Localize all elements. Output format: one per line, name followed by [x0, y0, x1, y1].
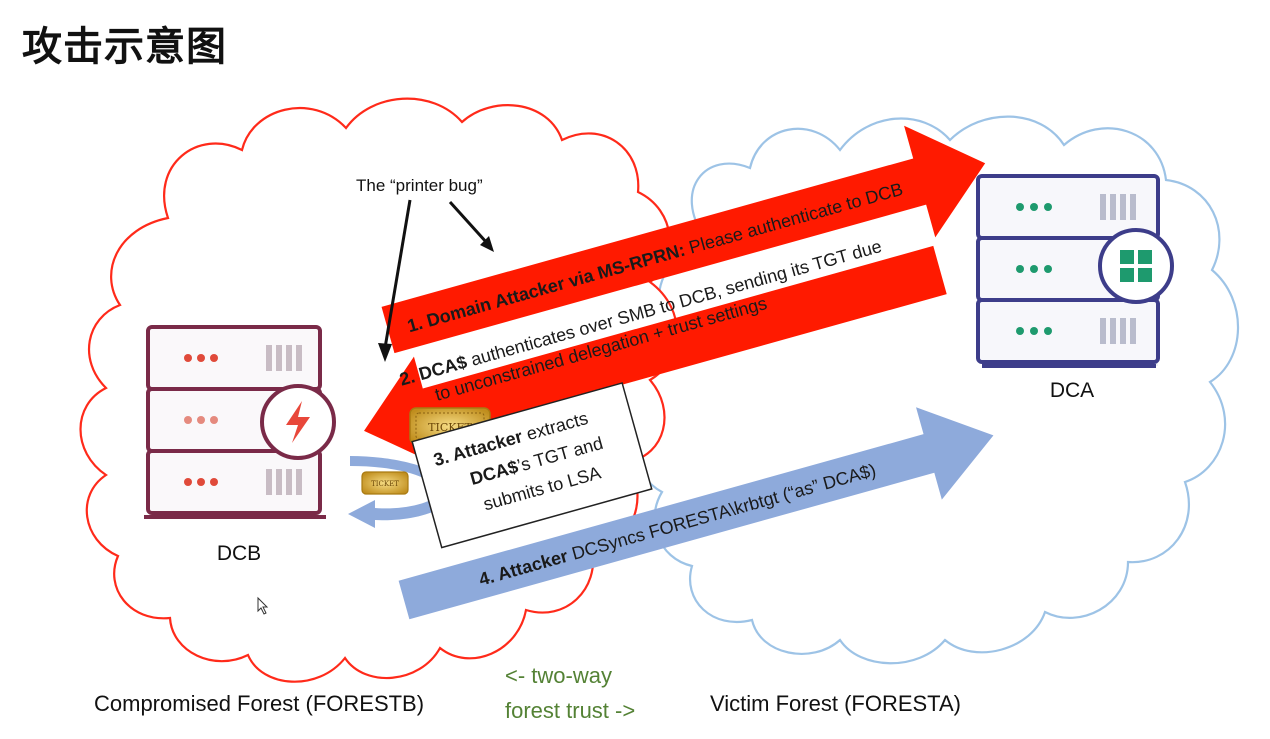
compromised-forest-cloud	[79, 97, 679, 683]
ticket-small-label: TICKET	[371, 480, 399, 488]
arrow-step2	[364, 245, 947, 469]
ticket-small-icon: TICKET	[361, 471, 409, 495]
dcb-unit-1	[146, 325, 322, 391]
trust-line2: forest trust ->	[505, 698, 635, 723]
dcb-server	[144, 325, 336, 519]
compromised-forest-label: Compromised Forest (FORESTB)	[94, 691, 424, 716]
step3-box: 3. Attacker extracts DCA$’s TGT and subm…	[411, 382, 653, 549]
printer-bug-arrows	[378, 199, 494, 362]
trust-line1: <- two-way	[505, 663, 612, 688]
dca-label: DCA	[1050, 379, 1094, 402]
printer-bug-label: The “printer bug”	[356, 176, 483, 195]
lightning-bolt-icon	[260, 384, 336, 460]
dcb-unit-3	[146, 449, 322, 515]
dca-unit-3	[976, 298, 1160, 364]
dca-server	[976, 174, 1174, 368]
dcb-label: DCB	[217, 542, 261, 565]
page-title: 攻击示意图	[22, 24, 227, 70]
victim-forest-label: Victim Forest (FORESTA)	[710, 691, 961, 716]
mouse-pointer-icon	[257, 596, 269, 615]
windows-logo-icon	[1098, 228, 1174, 304]
